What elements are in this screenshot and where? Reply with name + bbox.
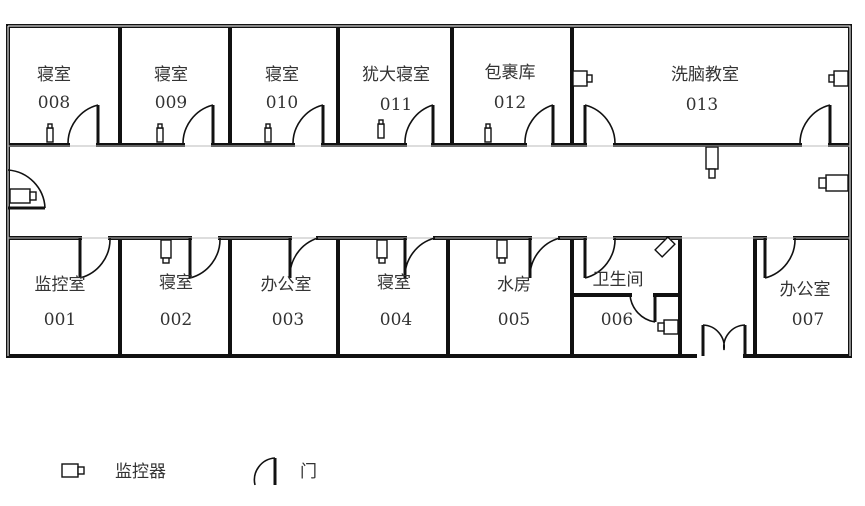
legend: 监控器 门: [61, 457, 317, 486]
room-number: 005: [498, 310, 530, 330]
legend-camera-label: 监控器: [115, 462, 166, 482]
room-number: 011: [380, 95, 412, 115]
room-number: 008: [38, 93, 70, 113]
room-name: 寝室: [154, 64, 188, 85]
room-number: 006: [601, 310, 633, 330]
room-number: 004: [380, 310, 412, 330]
room-name: 办公室: [780, 280, 831, 300]
doors: [7, 104, 832, 356]
room-name: 犹大寝室: [362, 64, 430, 85]
room-name: 监控室: [35, 275, 86, 295]
room-name: 寝室: [159, 272, 193, 293]
room-number: 003: [272, 310, 304, 330]
room-number: 002: [160, 310, 192, 330]
room-name: 洗脑教室: [671, 65, 739, 85]
room-name: 寝室: [37, 64, 71, 85]
room-name: 寝室: [265, 64, 299, 85]
room-name: 包裹库: [485, 63, 536, 83]
room-name: 卫生间: [593, 270, 644, 290]
room-number: 007: [792, 310, 824, 330]
camera-icon: [9, 70, 849, 335]
room-number: 009: [155, 93, 187, 113]
room-number: 012: [494, 93, 526, 113]
cameras: [9, 70, 849, 335]
room-name: 水房: [497, 275, 531, 295]
legend-door-label: 门: [300, 462, 317, 482]
room-number: 001: [44, 310, 76, 330]
room-name: 寝室: [377, 272, 411, 293]
room-name: 办公室: [261, 275, 312, 295]
walls: [6, 24, 852, 358]
room-number: 010: [266, 93, 298, 113]
room-labels: 寝室 008 寝室 009 寝室 010 犹大寝室 011 包裹库 012 洗脑…: [35, 63, 831, 330]
door-icon: [253, 457, 277, 486]
room-number: 013: [686, 95, 718, 115]
camera-icon: [61, 463, 85, 478]
